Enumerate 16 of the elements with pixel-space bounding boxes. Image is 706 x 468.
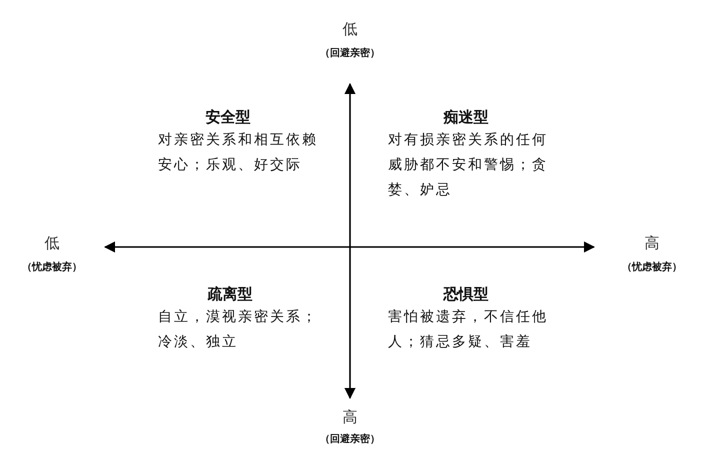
axis-label: 低 (44, 234, 60, 252)
axis-label: 高 (342, 408, 358, 426)
quadrant-title: 疏离型 (208, 285, 252, 303)
axis-note: （忧虑被弃） (22, 262, 82, 274)
quadrant-description: 对亲密关系和相互依赖安心；乐观、好交际 (158, 131, 319, 175)
axis-note: （回避亲密） (320, 434, 380, 446)
quadrant-title: 痴迷型 (444, 108, 488, 126)
axis-note: （回避亲密） (320, 48, 380, 60)
axis-label: 高 (644, 234, 660, 252)
quadrant-title: 安全型 (206, 108, 250, 126)
quadrant-description: 害怕被遗弃，不信任他人；猜忌多疑、害羞 (388, 308, 549, 352)
quadrant-description: 对有损亲密关系的任何威胁都不安和警惕；贪婪、妒忌 (388, 131, 549, 200)
axis-label: 低 (342, 20, 358, 38)
quadrant-title: 恐惧型 (444, 285, 488, 303)
axis-note: （忧虑被弃） (622, 262, 682, 274)
quadrant-description: 自立，漠视亲密关系；冷淡、独立 (158, 308, 319, 352)
